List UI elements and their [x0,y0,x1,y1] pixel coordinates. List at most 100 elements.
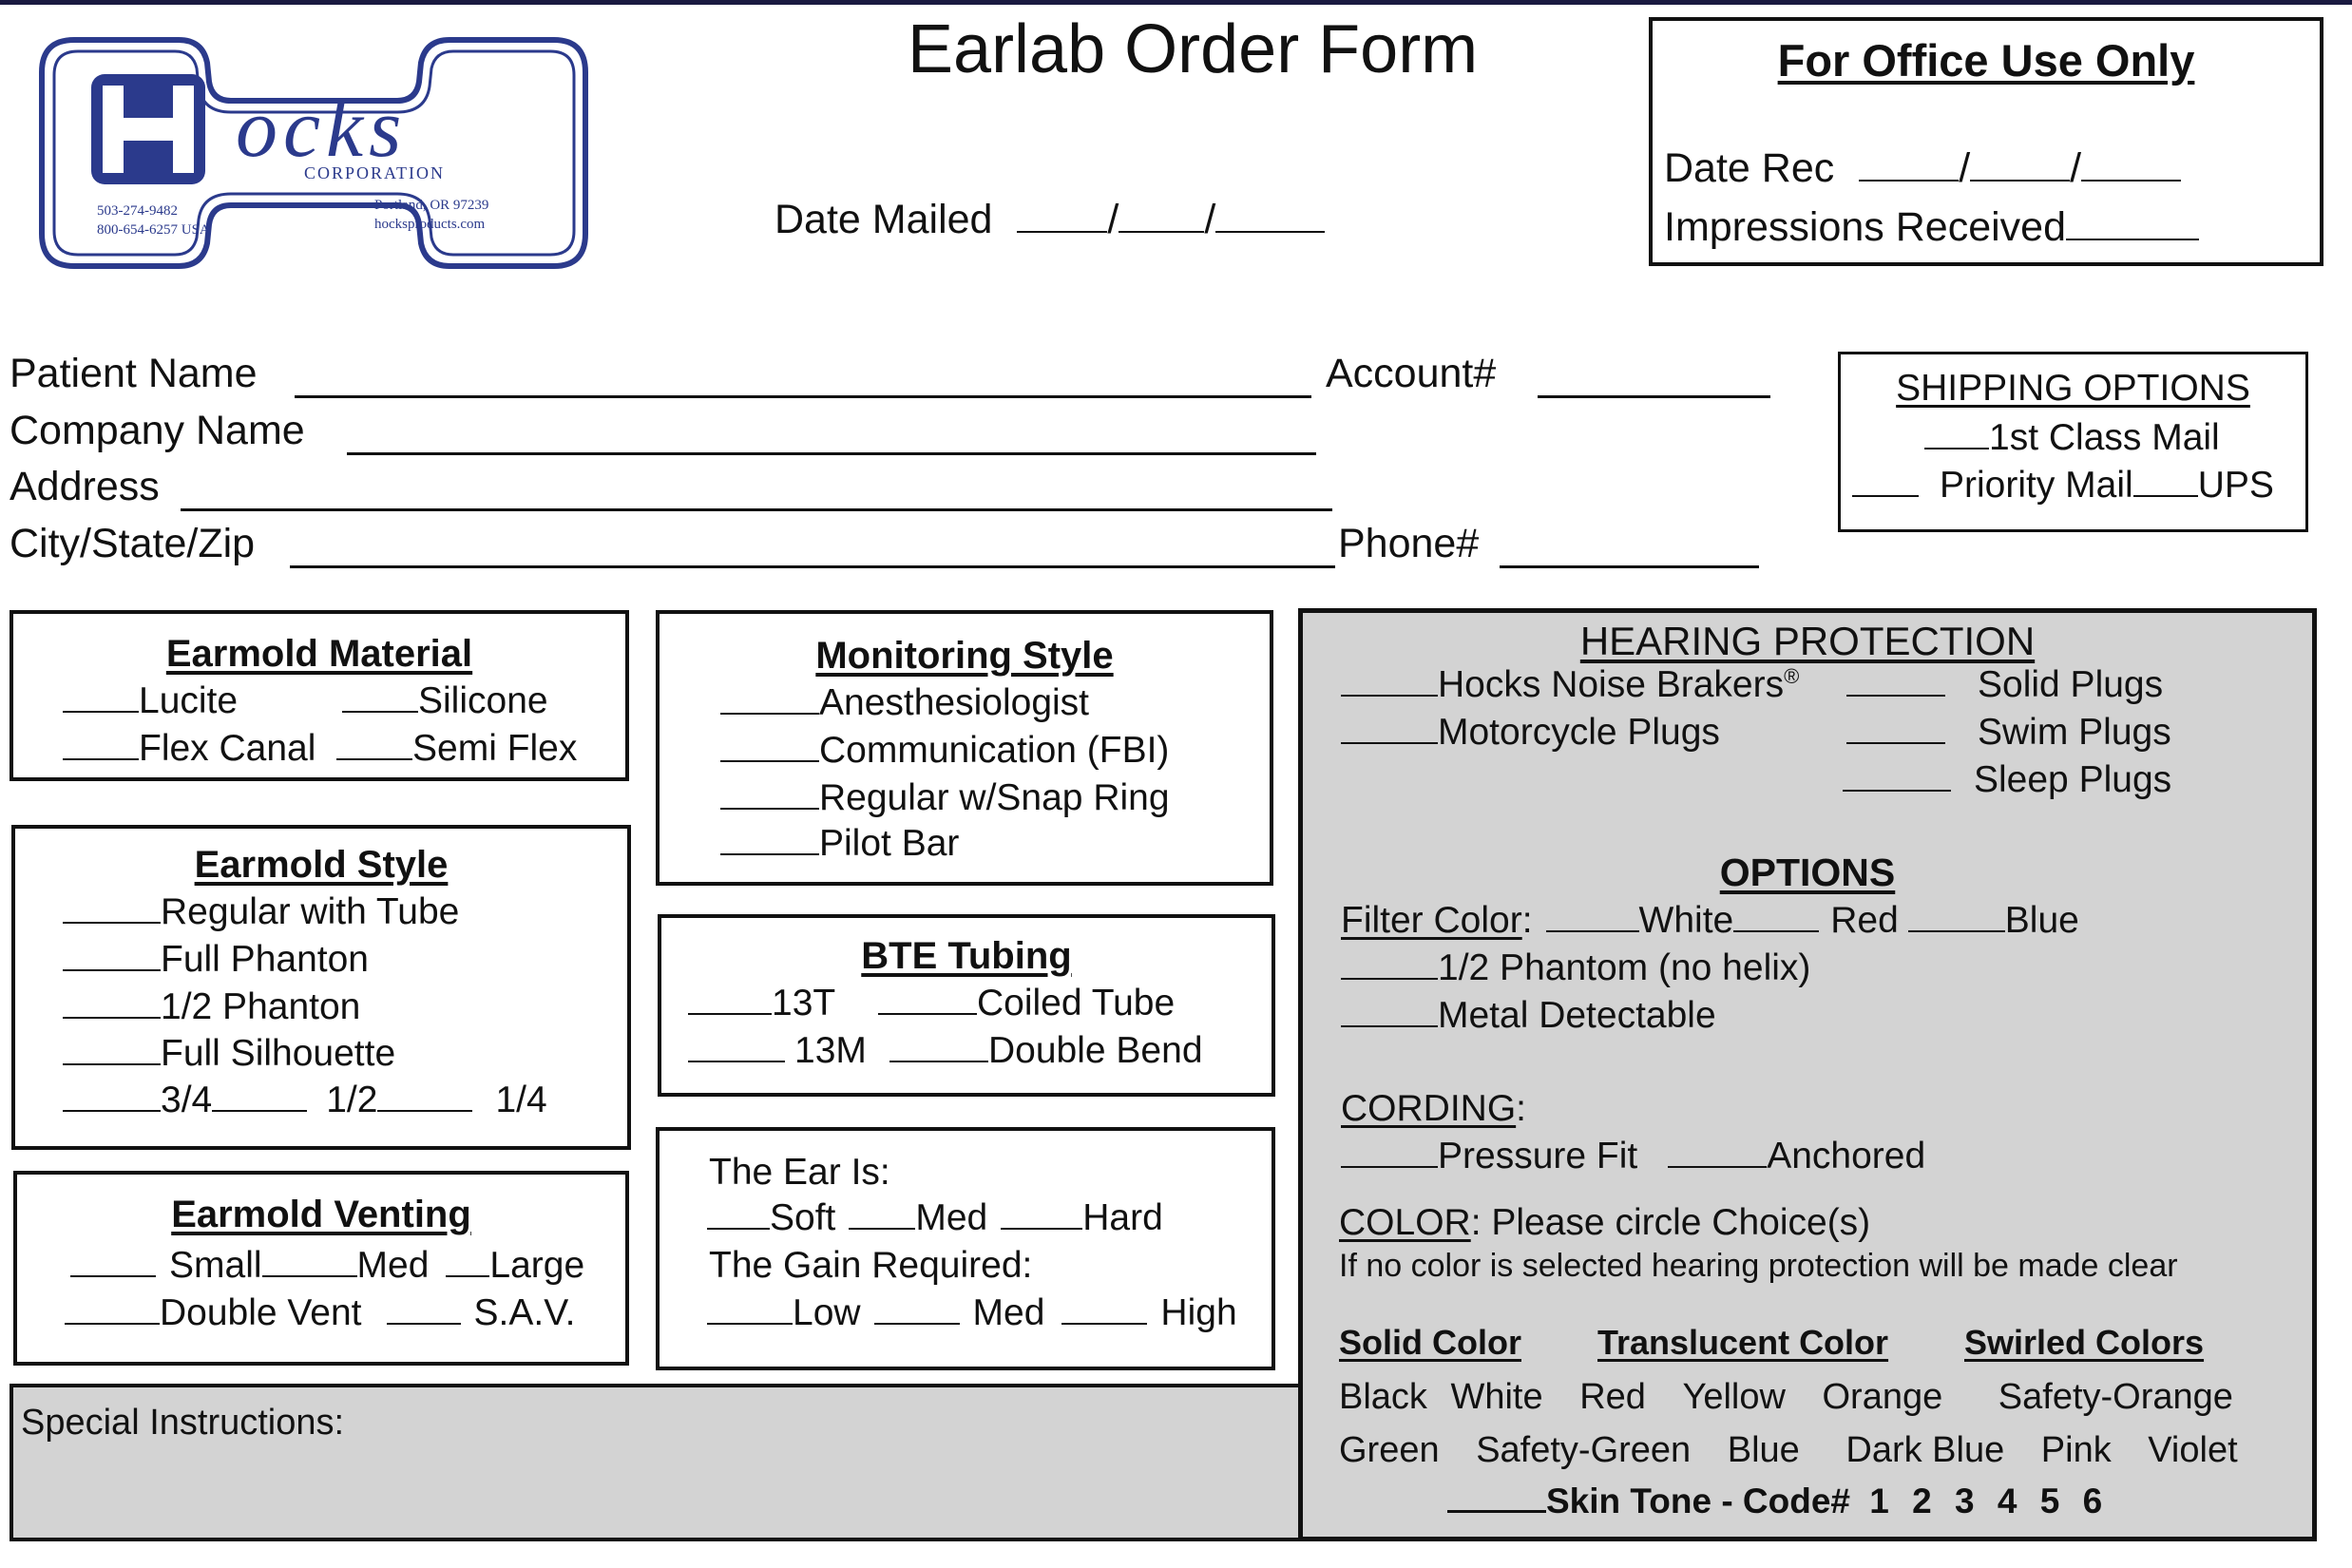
city-state-zip-field[interactable] [290,565,1335,568]
filter-white-field[interactable] [1545,929,1639,932]
date-mailed-day-field[interactable] [1119,230,1205,233]
patient-name-field[interactable] [295,395,1311,398]
date-rec-month-field[interactable] [1859,179,1960,182]
communication-option[interactable]: Communication (FBI) [720,732,1169,769]
metal-detectable-field[interactable] [1341,1024,1438,1027]
date-rec-day-field[interactable] [1970,179,2071,182]
date-mailed-month-field[interactable] [1017,230,1108,233]
regular-with-tube-option[interactable]: Regular with Tube [63,893,459,930]
solid-plugs-field[interactable] [1846,694,1945,697]
motorcycle-plugs-field[interactable] [1341,741,1438,744]
full-phanton-option[interactable]: Full Phanton [63,941,369,978]
low-field[interactable] [707,1322,793,1325]
half-phantom-option[interactable]: 1/2 Phantom (no helix) [1341,949,1810,986]
coiled-tube-option[interactable]: Coiled Tube [878,985,1175,1022]
semi-flex-option[interactable]: Semi Flex [336,730,577,767]
color-choice[interactable]: Red [1579,1377,1646,1417]
communication-field[interactable] [720,759,819,762]
half-phantom-field[interactable] [1341,977,1438,980]
filter-blue-field[interactable] [1907,929,2005,932]
lucite-field[interactable] [63,710,139,713]
pilot-bar-field[interactable] [720,852,819,855]
solid-plugs-option[interactable]: Solid Plugs [1846,666,2163,703]
flex-canal-option[interactable]: Flex Canal [63,730,316,767]
skin-code[interactable]: 6 [2082,1482,2103,1520]
color-choice[interactable]: Dark Blue [1845,1430,2005,1470]
sleep-plugs-option[interactable]: Sleep Plugs [1843,761,2171,798]
shipping-first-class-option[interactable]: 1st Class Mail [1924,419,2220,456]
sleep-plugs-field[interactable] [1843,789,1951,792]
address-field[interactable] [181,508,1332,511]
tube-13t-option[interactable]: 13T [688,985,835,1022]
account-field[interactable] [1538,395,1770,398]
noise-brakers-option[interactable]: Hocks Noise Brakers® [1341,666,1799,703]
impressions-field[interactable] [2066,238,2200,240]
double-bend-option[interactable]: Double Bend [889,1032,1203,1069]
motorcycle-plugs-option[interactable]: Motorcycle Plugs [1341,714,1720,751]
quarter-field[interactable] [377,1109,473,1112]
priority-field[interactable] [1852,494,1919,497]
half-phanton-option[interactable]: 1/2 Phanton [63,988,360,1025]
flex-canal-field[interactable] [63,757,139,760]
color-choice[interactable]: Black [1339,1377,1427,1417]
swim-plugs-field[interactable] [1846,741,1945,744]
gain-med-field[interactable] [873,1322,960,1325]
large-field[interactable] [446,1274,490,1277]
three-quarter-field[interactable] [63,1109,161,1112]
skin-code[interactable]: 2 [1912,1482,1932,1520]
sav-field[interactable] [386,1322,461,1325]
half-phanton-field[interactable] [63,1016,161,1019]
ear-med-field[interactable] [849,1227,916,1230]
med-field[interactable] [261,1274,357,1277]
tube-13m-option[interactable]: 13M [688,1032,867,1069]
skin-code[interactable]: 1 [1869,1482,1889,1520]
high-field[interactable] [1061,1322,1148,1325]
full-silhouette-option[interactable]: Full Silhouette [63,1035,395,1072]
soft-field[interactable] [707,1227,770,1230]
color-choice[interactable]: Green [1339,1430,1440,1470]
double-vent-field[interactable] [65,1322,160,1325]
tube-13m-field[interactable] [688,1060,785,1062]
skin-tone-field[interactable] [1447,1509,1546,1513]
double-bend-field[interactable] [889,1060,988,1062]
color-choice[interactable]: White [1450,1377,1543,1417]
date-rec-year-field[interactable] [2081,179,2182,182]
silicone-option[interactable]: Silicone [342,682,548,719]
color-choice[interactable]: Violet [2148,1430,2238,1470]
half-field[interactable] [212,1109,308,1112]
date-mailed-year-field[interactable] [1215,230,1326,233]
silicone-field[interactable] [342,710,418,713]
swim-plugs-option[interactable]: Swim Plugs [1846,714,2171,751]
hard-field[interactable] [1001,1227,1083,1230]
filter-red-field[interactable] [1733,929,1820,932]
semi-flex-field[interactable] [336,757,412,760]
color-choice[interactable]: Orange [1822,1377,1943,1417]
regular-with-tube-field[interactable] [63,921,161,924]
special-instructions-box[interactable]: Special Instructions: [10,1384,1308,1541]
skin-code[interactable]: 4 [1997,1482,2017,1520]
color-choice[interactable]: Safety-Green [1476,1430,1692,1470]
coiled-tube-field[interactable] [878,1012,977,1015]
first-class-field[interactable] [1924,447,1989,449]
skin-code[interactable]: 5 [2039,1482,2060,1520]
anesthesiologist-field[interactable] [720,712,819,715]
color-choice[interactable]: Yellow [1682,1377,1786,1417]
regular-snap-field[interactable] [720,807,819,810]
anesthesiologist-option[interactable]: Anesthesiologist [720,684,1089,721]
regular-snap-option[interactable]: Regular w/Snap Ring [720,779,1170,816]
skin-code[interactable]: 3 [1955,1482,1975,1520]
tube-13t-field[interactable] [688,1012,772,1015]
ups-field[interactable] [2132,494,2198,497]
pressure-fit-field[interactable] [1341,1165,1438,1168]
full-silhouette-field[interactable] [63,1062,161,1065]
metal-detectable-option[interactable]: Metal Detectable [1341,997,1716,1034]
full-phanton-field[interactable] [63,968,161,971]
noise-brakers-field[interactable] [1341,694,1438,697]
company-name-field[interactable] [347,452,1316,455]
phone-field[interactable] [1500,565,1759,568]
color-choice[interactable]: Pink [2040,1430,2112,1470]
color-choice[interactable]: Blue [1727,1430,1800,1470]
small-field[interactable] [70,1274,156,1277]
color-choice[interactable]: Safety-Orange [1998,1377,2233,1417]
anchored-field[interactable] [1668,1165,1768,1168]
